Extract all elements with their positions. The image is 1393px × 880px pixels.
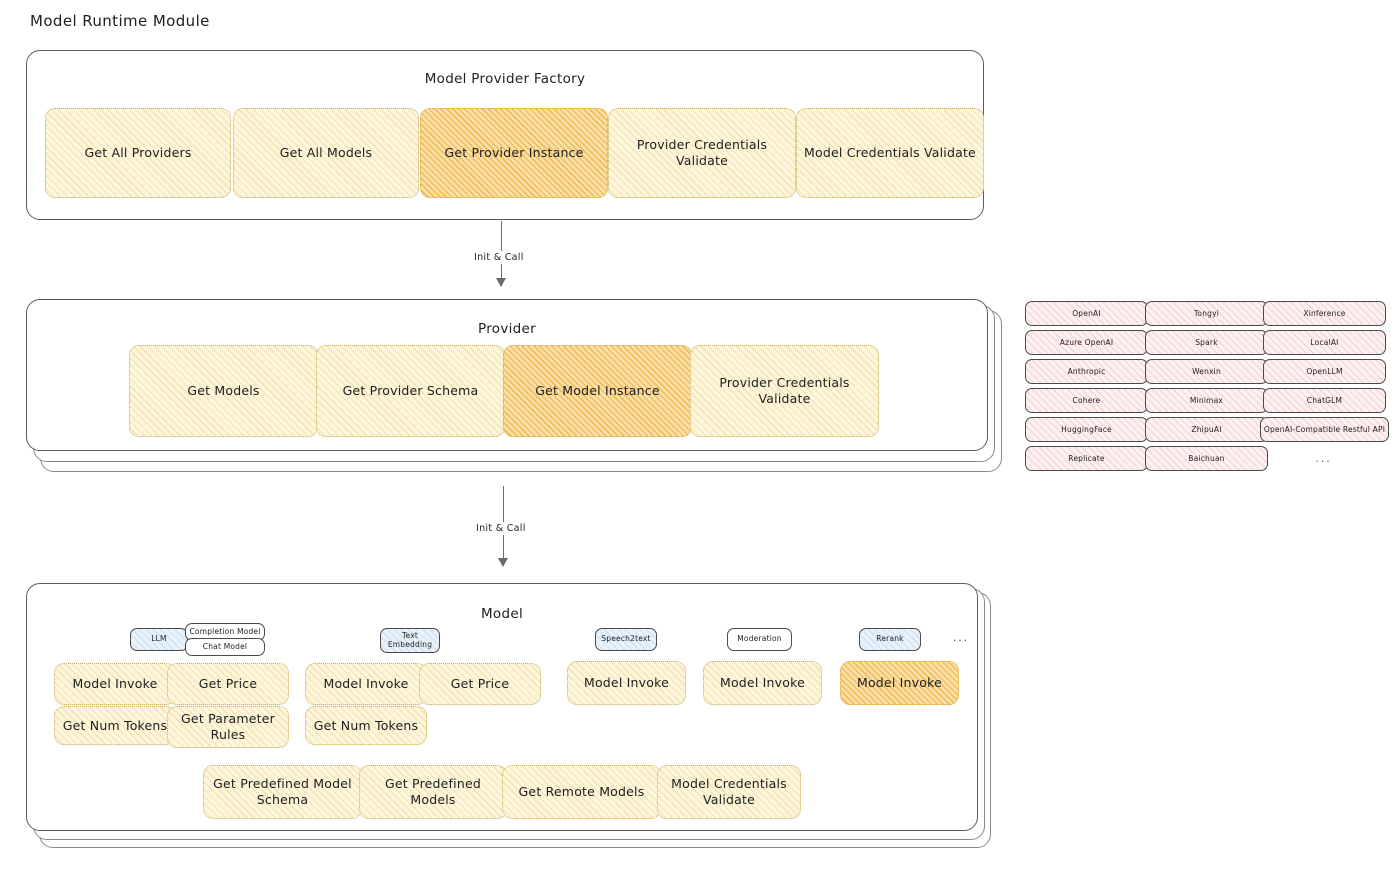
node-embedding-get-num-tokens[interactable]: Get Num Tokens: [305, 706, 427, 745]
provider-chip-minimax[interactable]: Minimax: [1145, 388, 1268, 413]
node-llm-get-num-tokens[interactable]: Get Num Tokens: [54, 706, 176, 745]
node-get-all-models[interactable]: Get All Models: [233, 108, 419, 198]
provider-list-ellipsis: ...: [1315, 451, 1332, 465]
provider-chip-chatglm[interactable]: ChatGLM: [1263, 388, 1386, 413]
provider-chip-localai[interactable]: LocalAI: [1263, 330, 1386, 355]
provider-chip-wenxin[interactable]: Wenxin: [1145, 359, 1268, 384]
badge-text-embedding-label: Text Embedding: [387, 630, 433, 649]
node-model-credentials-validate-2[interactable]: Model Credentials Validate: [657, 765, 801, 819]
node-get-predefined-model-schema[interactable]: Get Predefined Model Schema: [203, 765, 362, 819]
node-model-credentials-validate[interactable]: Model Credentials Validate: [796, 108, 984, 198]
node-get-provider-schema[interactable]: Get Provider Schema: [316, 345, 505, 437]
badge-moderation[interactable]: Moderation: [727, 628, 792, 651]
model-types-ellipsis: ...: [952, 630, 970, 644]
arrow-label-init-call-2: Init & Call: [472, 522, 530, 535]
provider-chip-xinference[interactable]: Xinference: [1263, 301, 1386, 326]
arrow-provider-to-model-head: [498, 558, 508, 567]
badge-chat-model[interactable]: Chat Model: [185, 638, 265, 656]
provider-chip-openai[interactable]: OpenAI: [1025, 301, 1148, 326]
node-moderation-model-invoke[interactable]: Model Invoke: [703, 661, 822, 705]
provider-chip-openllm[interactable]: OpenLLM: [1263, 359, 1386, 384]
node-embedding-model-invoke[interactable]: Model Invoke: [305, 663, 427, 705]
badge-rerank[interactable]: Rerank: [859, 628, 921, 651]
arrow-label-init-call-1: Init & Call: [470, 251, 528, 264]
node-provider-credentials-validate-2[interactable]: Provider Credentials Validate: [690, 345, 879, 437]
provider-chip-huggingface[interactable]: HuggingFace: [1025, 417, 1148, 442]
node-llm-get-price[interactable]: Get Price: [167, 663, 289, 705]
provider-chip-azure-openai[interactable]: Azure OpenAI: [1025, 330, 1148, 355]
provider-chip-openai-compatible-restful-api[interactable]: OpenAI-Compatible Restful API: [1260, 417, 1389, 442]
node-get-predefined-models[interactable]: Get Predefined Models: [359, 765, 507, 819]
badge-speech2text[interactable]: Speech2text: [595, 628, 657, 651]
page-title: Model Runtime Module: [30, 12, 210, 30]
provider-chip-spark[interactable]: Spark: [1145, 330, 1268, 355]
model-provider-factory-title: Model Provider Factory: [424, 71, 586, 87]
provider-title: Provider: [478, 321, 536, 337]
model-title: Model: [480, 606, 524, 622]
provider-chip-zhipuai[interactable]: ZhipuAI: [1145, 417, 1268, 442]
arrow-factory-to-provider-head: [496, 278, 506, 287]
node-speech2text-model-invoke[interactable]: Model Invoke: [567, 661, 686, 705]
node-get-models[interactable]: Get Models: [129, 345, 318, 437]
provider-chip-tongyi[interactable]: Tongyi: [1145, 301, 1268, 326]
node-llm-get-parameter-rules[interactable]: Get Parameter Rules: [167, 706, 289, 748]
provider-chip-cohere[interactable]: Cohere: [1025, 388, 1148, 413]
node-embedding-get-price[interactable]: Get Price: [419, 663, 541, 705]
badge-text-embedding[interactable]: Text Embedding: [380, 628, 440, 653]
node-llm-model-invoke[interactable]: Model Invoke: [54, 663, 176, 705]
provider-chip-anthropic[interactable]: Anthropic: [1025, 359, 1148, 384]
provider-chip-baichuan[interactable]: Baichuan: [1145, 446, 1268, 471]
node-get-model-instance[interactable]: Get Model Instance: [503, 345, 692, 437]
node-get-provider-instance[interactable]: Get Provider Instance: [420, 108, 608, 198]
node-get-remote-models[interactable]: Get Remote Models: [502, 765, 661, 819]
provider-chip-replicate[interactable]: Replicate: [1025, 446, 1148, 471]
node-rerank-model-invoke[interactable]: Model Invoke: [840, 661, 959, 705]
node-provider-credentials-validate[interactable]: Provider Credentials Validate: [608, 108, 796, 198]
badge-llm[interactable]: LLM: [130, 628, 188, 651]
node-get-all-providers[interactable]: Get All Providers: [45, 108, 231, 198]
